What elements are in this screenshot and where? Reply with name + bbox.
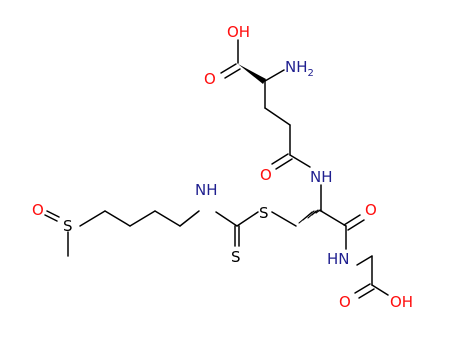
atom-nh2-n: N (285, 58, 296, 76)
bond-chain-3 (104, 210, 131, 227)
atom-s-double: S (231, 248, 241, 266)
atom-nh2: NH2 (285, 58, 314, 79)
bond-chain-2 (129, 210, 156, 227)
bond-hash-cys (298, 209, 323, 224)
bond-hn-ch2 (356, 255, 373, 266)
bond-c1-o-double-b (224, 68, 241, 79)
atom-hn-amide-2: HN (327, 250, 350, 268)
atom-oh-top: OH (227, 23, 250, 41)
atom-nh2-sub: 2 (308, 68, 314, 79)
bond-cd-o-double-a (271, 153, 289, 165)
bond-ca2-co (320, 210, 347, 227)
bond-cs-nh (215, 211, 238, 227)
atom-o-bottom: O (339, 293, 351, 311)
bond-alpha-nh2 (264, 69, 285, 82)
bonds (44, 39, 389, 299)
atom-oh-bottom: OH (390, 293, 413, 311)
bond-chain-4 (79, 210, 106, 227)
atom-nh2-h: H (296, 58, 307, 76)
bond-co-o-double-b (347, 219, 365, 231)
bond-s-o-double-b (44, 214, 58, 222)
bond-cooh-oh (371, 284, 389, 296)
bond-s-cs (236, 211, 259, 227)
bond-co-o-double-a (343, 214, 361, 226)
atom-o-sulfoxide: O (32, 201, 44, 219)
atom-s-link: S (259, 204, 269, 222)
atom-s-sulfoxide: S (63, 217, 73, 235)
atom-o-top: O (204, 70, 216, 88)
atom-labels: OH O NH2 O NH O S NH S S O HN O OH (32, 23, 413, 311)
bond-nh-c1 (179, 210, 200, 227)
bond-c1-o-double-a (220, 63, 237, 74)
atom-nh-amide-1: NH (310, 168, 333, 186)
atom-o-amide-1: O (260, 166, 272, 184)
bond-cd-o-double-b (275, 158, 293, 170)
atom-o-amide-2: O (365, 201, 377, 219)
atom-nh-thio: NH (195, 181, 218, 199)
bond-cooh-o-double-a (354, 283, 371, 294)
bond-cd-nh (289, 154, 311, 168)
bond-wedge-alpha (238, 64, 266, 84)
bond-cb-cg (264, 107, 291, 126)
bond-s-o-double-a (46, 210, 60, 218)
bond-ch2-s (271, 211, 297, 227)
bond-cooh-o-double-b (358, 288, 375, 299)
bond-chain-1 (154, 210, 181, 227)
